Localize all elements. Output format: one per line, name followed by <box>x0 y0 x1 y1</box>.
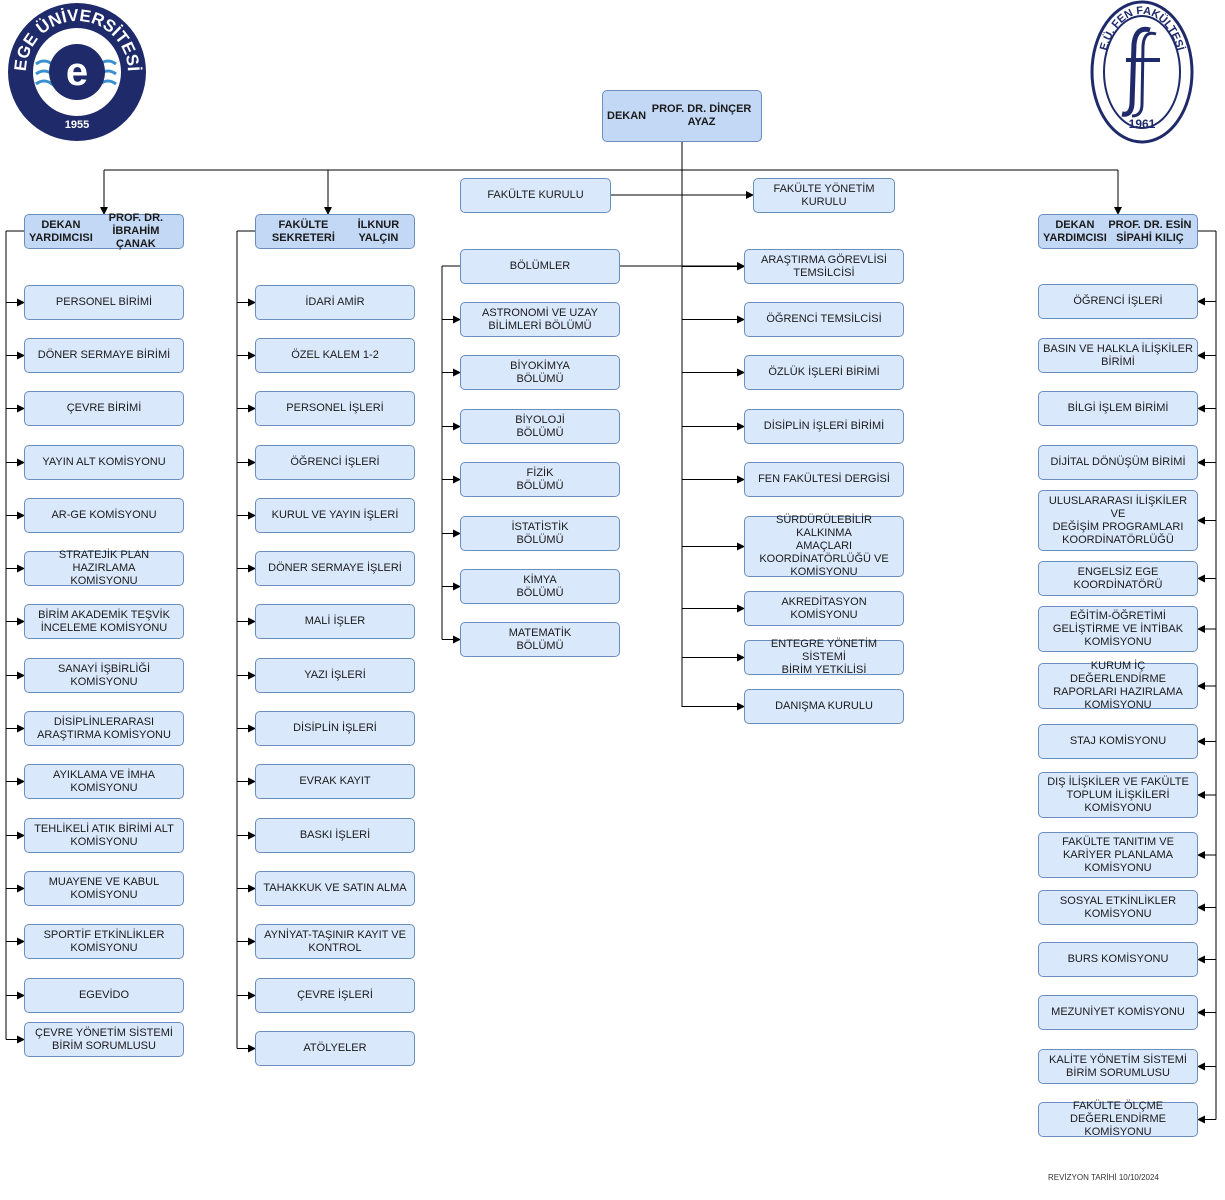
dean-unit-item: SÜRDÜRÜLEBİLİR KALKINMA AMAÇLARI KOORDİN… <box>744 514 904 578</box>
dean-box: DEKAN PROF. DR. DİNÇER AYAZ <box>602 90 762 142</box>
secretary-item: AYNİYAT-TAŞINIR KAYIT VE KONTROL <box>255 924 415 959</box>
secretary-item: DÖNER SERMAYE İŞLERİ <box>255 551 415 586</box>
right-item: DIŞ İLİŞKİLER VE FAKÜLTE TOPLUM İLİŞKİLE… <box>1038 772 1198 818</box>
secretary-item: MALİ İŞLER <box>255 604 415 639</box>
department-item: KİMYA BÖLÜMÜ <box>460 569 620 604</box>
ege-university-logo: e EGE ÜNİVERSİTESİ 1955 <box>8 3 146 141</box>
svg-text:1961: 1961 <box>1129 117 1156 131</box>
left-deputy-box: DEKAN YARDIMCISI PROF. DR. İBRAHİM ÇANAK <box>24 212 184 250</box>
secretary-title: FAKÜLTE SEKRETERİ <box>271 218 335 244</box>
left-item: DÖNER SERMAYE BİRİMİ <box>24 338 184 373</box>
right-item: BİLGİ İŞLEM BİRİMİ <box>1038 391 1198 426</box>
dean-name: PROF. DR. DİNÇER AYAZ <box>651 103 752 128</box>
dean-unit-item: AKREDİTASYON KOMİSYONU <box>744 591 904 626</box>
left-item: EGEVİDO <box>24 978 184 1013</box>
dean-unit-item: DİSİPLİN İŞLERİ BİRİMİ <box>744 409 904 444</box>
left-item: BİRİM AKADEMİK TEŞVİK İNCELEME KOMİSYONU <box>24 604 184 639</box>
right-item: FAKÜLTE TANITIM VE KARİYER PLANLAMA KOMİ… <box>1038 832 1198 878</box>
secretary-item: EVRAK KAYIT <box>255 764 415 799</box>
secretary-item: ATÖLYELER <box>255 1031 415 1066</box>
dean-unit-item: DANIŞMA KURULU <box>744 689 904 724</box>
dean-title: DEKAN <box>607 109 647 122</box>
secretary-item: ÖĞRENCİ İŞLERİ <box>255 445 415 480</box>
right-item: SOSYAL ETKİNLİKLER KOMİSYONU <box>1038 890 1198 925</box>
secretary-item: TAHAKKUK VE SATIN ALMA <box>255 871 415 906</box>
department-item: İSTATİSTİK BÖLÜMÜ <box>460 516 620 551</box>
right-item: EĞİTİM-ÖĞRETİMİ GELİŞTİRME VE İNTİBAK KO… <box>1038 606 1198 652</box>
right-item: STAJ KOMİSYONU <box>1038 724 1198 759</box>
right-deputy-name: PROF. DR. ESİN SİPAHİ KILIÇ <box>1108 218 1192 244</box>
secretary-item: İDARİ AMİR <box>255 285 415 320</box>
left-item: AR-GE KOMİSYONU <box>24 498 184 533</box>
left-item: TEHLİKELİ ATIK BİRİMİ ALT KOMİSYONU <box>24 818 184 853</box>
right-deputy-box: DEKAN YARDIMCISI PROF. DR. ESİN SİPAHİ K… <box>1038 214 1198 249</box>
dean-unit-item: ARAŞTIRMA GÖREVLİSİ TEMSİLCİSİ <box>744 249 904 284</box>
secretary-item: YAZI İŞLERİ <box>255 658 415 693</box>
secretary-item: DİSİPLİN İŞLERİ <box>255 711 415 746</box>
department-item: ASTRONOMİ VE UZAY BİLİMLERİ BÖLÜMÜ <box>460 302 620 337</box>
secretary-item: PERSONEL İŞLERİ <box>255 391 415 426</box>
secretary-item: KURUL VE YAYIN İŞLERİ <box>255 498 415 533</box>
right-item: ULUSLARARASI İLİŞKİLER VE DEĞİŞİM PROGRA… <box>1038 490 1198 551</box>
left-deputy-title: DEKAN YARDIMCISI <box>29 218 93 244</box>
science-faculty-logo: E.Ü. FEN FAKÜLTESİ 1961 <box>1090 0 1194 144</box>
dean-unit-item: ENTEGRE YÖNETİM SİSTEMİ BİRİM YETKİLİSİ <box>744 638 904 676</box>
left-item: SPORTİF ETKİNLİKLER KOMİSYONU <box>24 924 184 959</box>
secretary-item: BASKI İŞLERİ <box>255 818 415 853</box>
right-item: KURUM İÇ DEĞERLENDİRME RAPORLARI HAZIRLA… <box>1038 660 1198 711</box>
revision-date: REVİZYON TARİHİ 10/10/2024 <box>1048 1173 1159 1182</box>
left-deputy-name: PROF. DR. İBRAHİM ÇANAK <box>108 212 164 250</box>
left-item: STRATEJİK PLAN HAZIRLAMA KOMİSYONU <box>24 549 184 587</box>
department-item: BİYOLOJİ BÖLÜMÜ <box>460 409 620 444</box>
left-item: SANAYİ İŞBİRLİĞİ KOMİSYONU <box>24 658 184 693</box>
department-item: BİYOKİMYA BÖLÜMÜ <box>460 355 620 390</box>
faculty-council-box: FAKÜLTE KURULU <box>460 178 611 213</box>
dean-unit-item: FEN FAKÜLTESİ DERGİSİ <box>744 462 904 497</box>
svg-text:e: e <box>66 50 88 94</box>
right-item: FAKÜLTE ÖLÇME DEĞERLENDİRME KOMİSYONU <box>1038 1100 1198 1138</box>
right-deputy-title: DEKAN YARDIMCISI <box>1043 218 1107 244</box>
right-item: KALİTE YÖNETİM SİSTEMİ BİRİM SORUMLUSU <box>1038 1049 1198 1084</box>
left-item: PERSONEL BİRİMİ <box>24 285 184 320</box>
left-item: ÇEVRE BİRİMİ <box>24 391 184 426</box>
right-item: ÖĞRENCİ İŞLERİ <box>1038 284 1198 319</box>
left-item: MUAYENE VE KABUL KOMİSYONU <box>24 871 184 906</box>
secretary-item: ÖZEL KALEM 1-2 <box>255 338 415 373</box>
right-item: DİJİTAL DÖNÜŞÜM BİRİMİ <box>1038 445 1198 480</box>
faculty-board-box: FAKÜLTE YÖNETİM KURULU <box>753 178 895 213</box>
right-item: BASIN VE HALKLA İLİŞKİLER BİRİMİ <box>1038 338 1198 373</box>
right-item: ENGELSİZ EGE KOORDİNATÖRÜ <box>1038 561 1198 596</box>
department-item: FİZİK BÖLÜMÜ <box>460 462 620 497</box>
dean-unit-item: ÖZLÜK İŞLERİ BİRİMİ <box>744 355 904 390</box>
department-item: MATEMATİK BÖLÜMÜ <box>460 622 620 657</box>
left-item: DİSİPLİNLERARASI ARAŞTIRMA KOMİSYONU <box>24 711 184 746</box>
left-item: AYIKLAMA VE İMHA KOMİSYONU <box>24 764 184 799</box>
svg-text:1955: 1955 <box>65 119 89 131</box>
right-item: MEZUNİYET KOMİSYONU <box>1038 995 1198 1030</box>
secretary-name: İLKNUR YALÇIN <box>357 218 400 244</box>
dean-unit-item: ÖĞRENCİ TEMSİLCİSİ <box>744 302 904 337</box>
secretary-item: ÇEVRE İŞLERİ <box>255 978 415 1013</box>
left-item: ÇEVRE YÖNETİM SİSTEMİ BİRİM SORUMLUSU <box>24 1022 184 1057</box>
departments-box: BÖLÜMLER <box>460 249 620 284</box>
right-item: BURS KOMİSYONU <box>1038 942 1198 977</box>
secretary-box: FAKÜLTE SEKRETERİ İLKNUR YALÇIN <box>255 214 415 249</box>
left-item: YAYIN ALT KOMİSYONU <box>24 445 184 480</box>
